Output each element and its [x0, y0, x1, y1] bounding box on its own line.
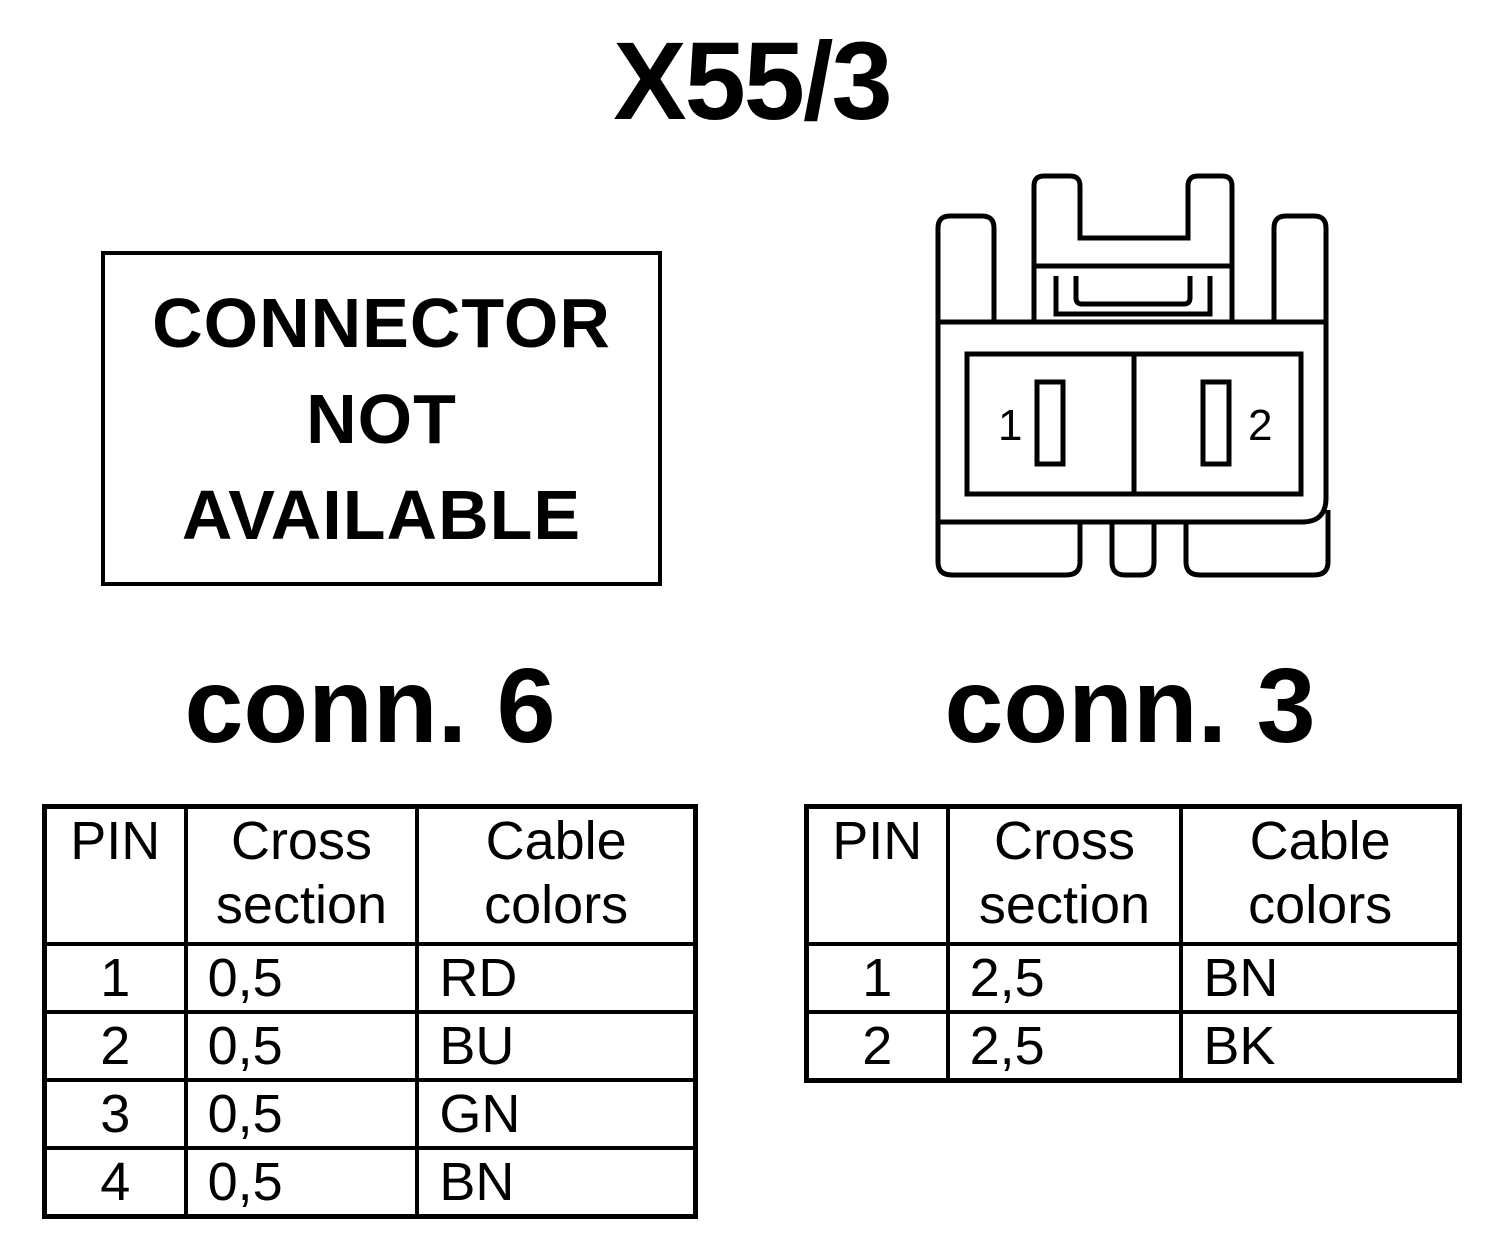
- table-row: 1 0,5 RD: [42, 942, 698, 1014]
- table-row: 1 2,5 BN: [804, 942, 1462, 1014]
- cable-color-cell: BK: [1179, 1010, 1462, 1083]
- pin-1-label: 1: [998, 401, 1022, 450]
- connector-not-available-box: CONNECTOR NOT AVAILABLE: [101, 251, 662, 586]
- connector-right-ear: [1271, 213, 1329, 498]
- pin-cell: 3: [42, 1078, 188, 1150]
- connector-bottom-key: [1109, 522, 1157, 578]
- table-row: 2 2,5 BK: [804, 1010, 1462, 1083]
- cross-section-cell: 2,5: [945, 942, 1184, 1014]
- cross-section-cell: 0,5: [183, 942, 420, 1014]
- table-row: 4 0,5 BN: [42, 1146, 698, 1219]
- pin-1-contact: [1034, 379, 1066, 467]
- connector-bottom-left-foot: [935, 522, 1083, 578]
- diagram-title: X55/3: [613, 20, 892, 143]
- pin-cell: 2: [42, 1010, 188, 1082]
- connector-left-ear: [935, 213, 997, 498]
- pin-2-contact: [1200, 379, 1232, 467]
- notice-line: NOT: [306, 379, 457, 458]
- connector-6-label: conn. 6: [184, 647, 556, 765]
- connector-3-label: conn. 3: [944, 647, 1316, 765]
- table-row: 3 0,5 GN: [42, 1078, 698, 1150]
- connector-body: [935, 319, 1329, 525]
- connector-face-drawing: 1 2: [935, 173, 1331, 578]
- cable-color-cell: RD: [415, 942, 698, 1014]
- table-row: 2 0,5 BU: [42, 1010, 698, 1082]
- cross-section-cell: 0,5: [183, 1146, 420, 1219]
- notice-line: CONNECTOR: [152, 283, 611, 362]
- cable-color-cell: GN: [415, 1078, 698, 1150]
- cable-color-cell: BN: [415, 1146, 698, 1219]
- cross-section-cell: 0,5: [183, 1010, 420, 1082]
- connector-latch-slot: [1073, 276, 1193, 307]
- cable-color-cell: BN: [1179, 942, 1462, 1014]
- notice-line: AVAILABLE: [181, 475, 582, 554]
- connector-latch-slot-inner: [1053, 276, 1213, 317]
- header-pin: PIN: [42, 804, 188, 946]
- header-pin: PIN: [804, 804, 950, 946]
- pin-cell: 2: [804, 1010, 950, 1083]
- cable-color-cell: BU: [415, 1010, 698, 1082]
- pin-cell: 1: [804, 942, 950, 1014]
- cross-section-cell: 0,5: [183, 1078, 420, 1150]
- pin-cell: 4: [42, 1146, 188, 1219]
- cross-section-cell: 2,5: [945, 1010, 1184, 1083]
- pin-2-label: 2: [1248, 401, 1272, 450]
- connector-latch: [1031, 173, 1235, 322]
- pin-cell: 1: [42, 942, 188, 1014]
- connector-bottom-right-foot: [1183, 510, 1331, 578]
